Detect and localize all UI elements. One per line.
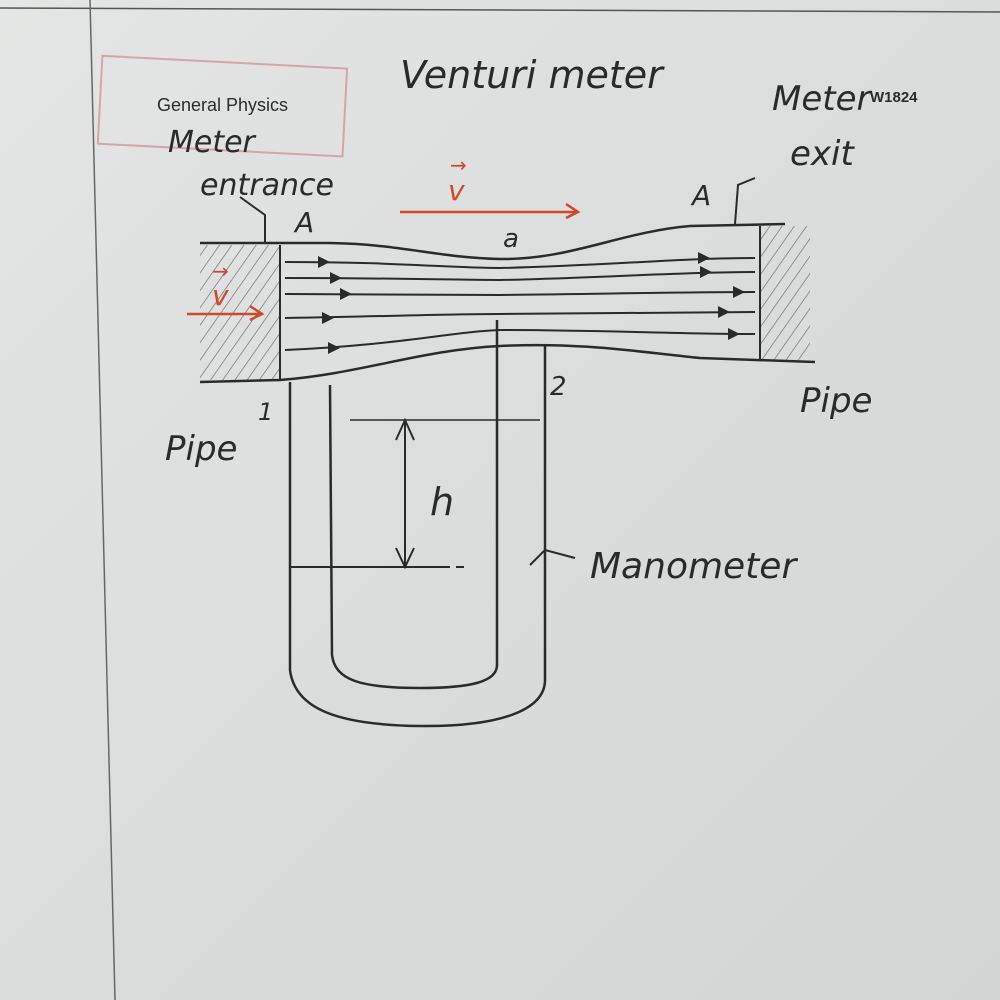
arrowhead-icon (728, 328, 740, 340)
exit-label-line2: exit (790, 134, 855, 174)
velocity-top-vector-icon: → (450, 153, 467, 177)
arrowhead-icon (733, 286, 745, 298)
arrowhead-icon (718, 306, 730, 318)
area-throat-label: a (503, 224, 519, 254)
entrance-leader (239, 196, 266, 243)
streamline (284, 271, 756, 282)
manometer-outer-tube (288, 345, 547, 728)
page-margin-line (89, 0, 116, 1000)
exit-leader (734, 177, 756, 225)
area-exit-label: A (690, 179, 711, 212)
velocity-left-vector-icon: → (212, 259, 229, 283)
streamline (284, 328, 756, 351)
exit-label-line1: Meter (772, 79, 873, 119)
arrowhead-icon (322, 312, 334, 324)
pipe-top-wall (200, 222, 786, 261)
manometer-inner-tube (328, 320, 499, 690)
area-entrance-label: A (293, 206, 314, 239)
header-label: General Physics (157, 95, 288, 115)
entrance-label-line2: entrance (200, 168, 334, 203)
velocity-arrowhead-icon (249, 304, 265, 322)
code-label: W1824 (870, 89, 918, 106)
streamline (284, 311, 756, 319)
velocity-left-label: v (212, 279, 229, 312)
arrowhead-icon (330, 272, 342, 284)
arrowhead-icon (328, 342, 340, 354)
page-top-line (0, 7, 1000, 13)
arrowhead-icon (318, 256, 330, 268)
point-1-label: 1 (258, 398, 273, 426)
pipe-left-label: Pipe (165, 429, 237, 469)
height-arrowhead-up-icon (395, 417, 415, 441)
point-2-label: 2 (550, 372, 567, 402)
streamline (284, 291, 756, 297)
stamp (96, 54, 349, 158)
arrowhead-icon (700, 266, 712, 278)
velocity-arrowhead-icon (565, 202, 581, 220)
velocity-top-label: v (448, 174, 465, 207)
pipe-bottom-wall (199, 343, 816, 384)
arrowhead-icon (698, 252, 710, 264)
pipe-right-label: Pipe (800, 381, 872, 421)
arrowhead-icon (340, 288, 352, 300)
streamlines (284, 257, 756, 351)
manometer-label: Manometer (590, 546, 798, 587)
entrance-hatch (200, 245, 280, 380)
exit-hatch (760, 226, 810, 360)
height-label: h (430, 480, 454, 524)
manometer-leader (529, 548, 576, 566)
streamline (284, 257, 756, 270)
flow-arrowheads (318, 252, 745, 354)
diagram-title: Venturi meter (400, 53, 665, 97)
height-arrowhead-down-icon (395, 547, 415, 570)
entrance-label-line1: Meter (168, 125, 257, 160)
